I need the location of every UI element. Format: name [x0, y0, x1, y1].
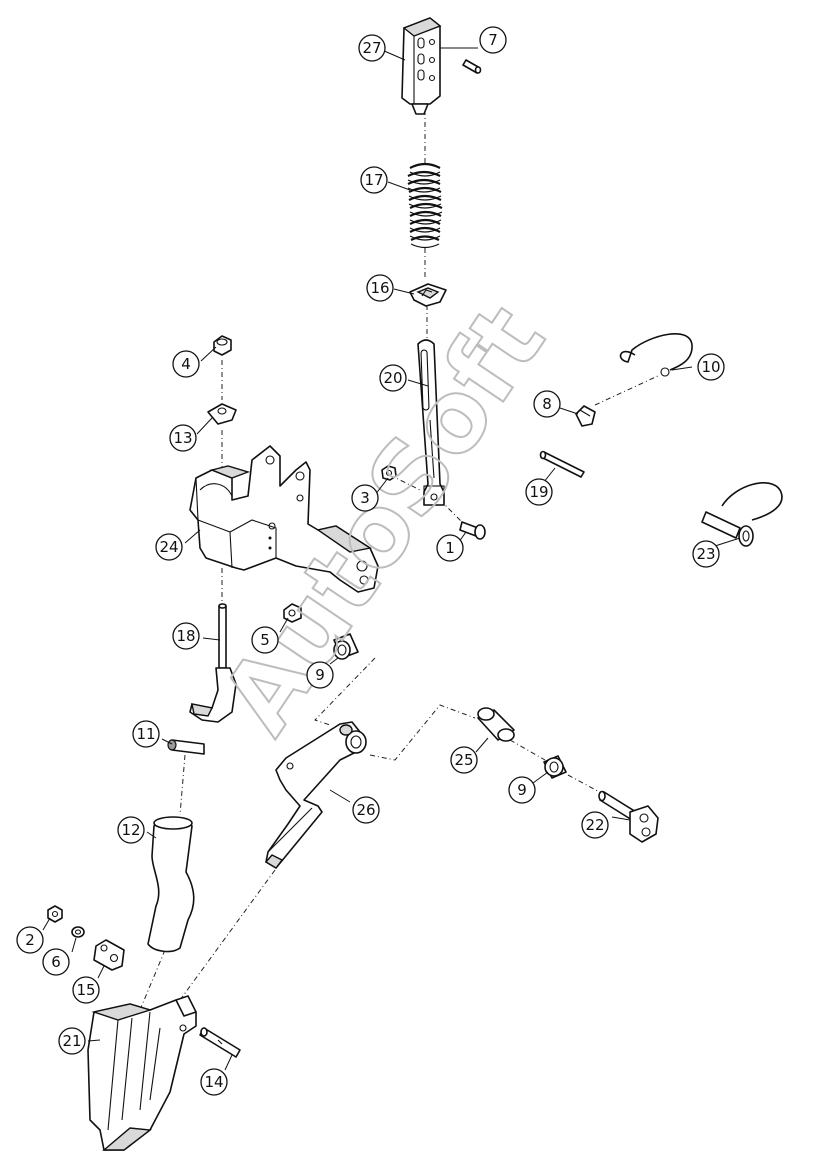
- svg-text:5: 5: [260, 631, 270, 649]
- callout-9-lower: 9: [508, 776, 536, 804]
- svg-text:9: 9: [315, 666, 325, 684]
- part-9-bushing-lower: [543, 755, 567, 779]
- callout-22: 22: [581, 811, 609, 839]
- part-6-washer: [71, 926, 85, 938]
- assembly-lines: [139, 110, 661, 1011]
- callout-12: 12: [117, 816, 145, 844]
- svg-text:15: 15: [76, 981, 95, 999]
- callout-1: 1: [436, 534, 464, 562]
- part-8-clip: [575, 405, 596, 427]
- svg-text:12: 12: [121, 821, 140, 839]
- svg-text:21: 21: [62, 1032, 81, 1050]
- callout-23: 23: [692, 540, 720, 568]
- callout-14: 14: [200, 1068, 228, 1096]
- svg-text:25: 25: [454, 751, 473, 769]
- callout-17: 17: [360, 166, 388, 194]
- svg-text:26: 26: [356, 801, 375, 819]
- callout-15: 15: [72, 976, 100, 1004]
- callout-25: 25: [450, 746, 478, 774]
- part-9-bushing-upper: [333, 633, 359, 660]
- svg-text:9: 9: [517, 781, 527, 799]
- svg-text:23: 23: [696, 545, 715, 563]
- callout-18: 18: [172, 622, 200, 650]
- callout-13: 13: [169, 424, 197, 452]
- callout-3: 3: [351, 484, 379, 512]
- callout-10: 10: [697, 353, 725, 381]
- svg-text:8: 8: [542, 395, 552, 413]
- svg-text:1: 1: [445, 539, 455, 557]
- svg-text:10: 10: [701, 358, 720, 376]
- callout-4: 4: [172, 350, 200, 378]
- svg-text:11: 11: [136, 725, 155, 743]
- callouts: 27 7 17 16 20 10 8 19 3 1 23 4 13 24 18 …: [16, 26, 741, 1096]
- svg-text:13: 13: [173, 429, 192, 447]
- svg-text:16: 16: [370, 279, 389, 297]
- part-22-pin-plate: [598, 790, 659, 843]
- svg-text:24: 24: [159, 538, 178, 556]
- svg-text:2: 2: [25, 931, 35, 949]
- callout-26: 26: [352, 796, 380, 824]
- part-20-rod: [417, 339, 445, 506]
- svg-text:22: 22: [585, 816, 604, 834]
- part-17-spring: [407, 162, 443, 249]
- part-10-wire-clip: [619, 333, 693, 377]
- svg-text:6: 6: [51, 953, 61, 971]
- part-15-block: [93, 939, 125, 971]
- svg-text:7: 7: [488, 31, 498, 49]
- part-2-nut: [47, 905, 63, 923]
- part-25-sleeve: [477, 707, 515, 742]
- part-23-lynch-pin: [701, 482, 783, 547]
- svg-text:19: 19: [529, 483, 548, 501]
- part-1-bolt: [459, 521, 486, 540]
- callout-11: 11: [132, 720, 160, 748]
- svg-text:27: 27: [362, 39, 381, 57]
- part-18-rod-foot: [189, 603, 237, 723]
- callout-27: 27: [358, 34, 386, 62]
- callout-6: 6: [42, 948, 70, 976]
- svg-text:4: 4: [181, 355, 191, 373]
- part-14-pin: [199, 1027, 241, 1058]
- part-21-shoe: [87, 995, 197, 1151]
- svg-text:3: 3: [360, 489, 370, 507]
- part-13-bracket: [207, 403, 237, 425]
- callout-19: 19: [525, 478, 553, 506]
- callout-16: 16: [366, 274, 394, 302]
- callout-2: 2: [16, 926, 44, 954]
- part-16-seat: [409, 283, 447, 307]
- svg-text:17: 17: [364, 171, 383, 189]
- part-11-clamp: [167, 739, 205, 755]
- svg-text:14: 14: [204, 1073, 223, 1091]
- callout-7: 7: [479, 26, 507, 54]
- callout-21: 21: [58, 1027, 86, 1055]
- callout-20: 20: [379, 364, 407, 392]
- part-24-main-bracket: [189, 445, 379, 593]
- callout-8: 8: [533, 390, 561, 418]
- part-26-lever: [264, 721, 367, 869]
- svg-text:20: 20: [383, 369, 402, 387]
- part-27-housing: [401, 17, 442, 115]
- part-19-pin: [539, 450, 585, 478]
- callout-9-upper: 9: [306, 661, 334, 689]
- part-3-nut: [381, 465, 397, 481]
- callout-24: 24: [155, 533, 183, 561]
- callout-5: 5: [251, 626, 279, 654]
- part-5-nut: [283, 603, 302, 623]
- part-12-tube: [147, 816, 195, 953]
- part-4-nut: [213, 335, 232, 356]
- part-7-pin: [462, 59, 482, 74]
- svg-text:18: 18: [176, 627, 195, 645]
